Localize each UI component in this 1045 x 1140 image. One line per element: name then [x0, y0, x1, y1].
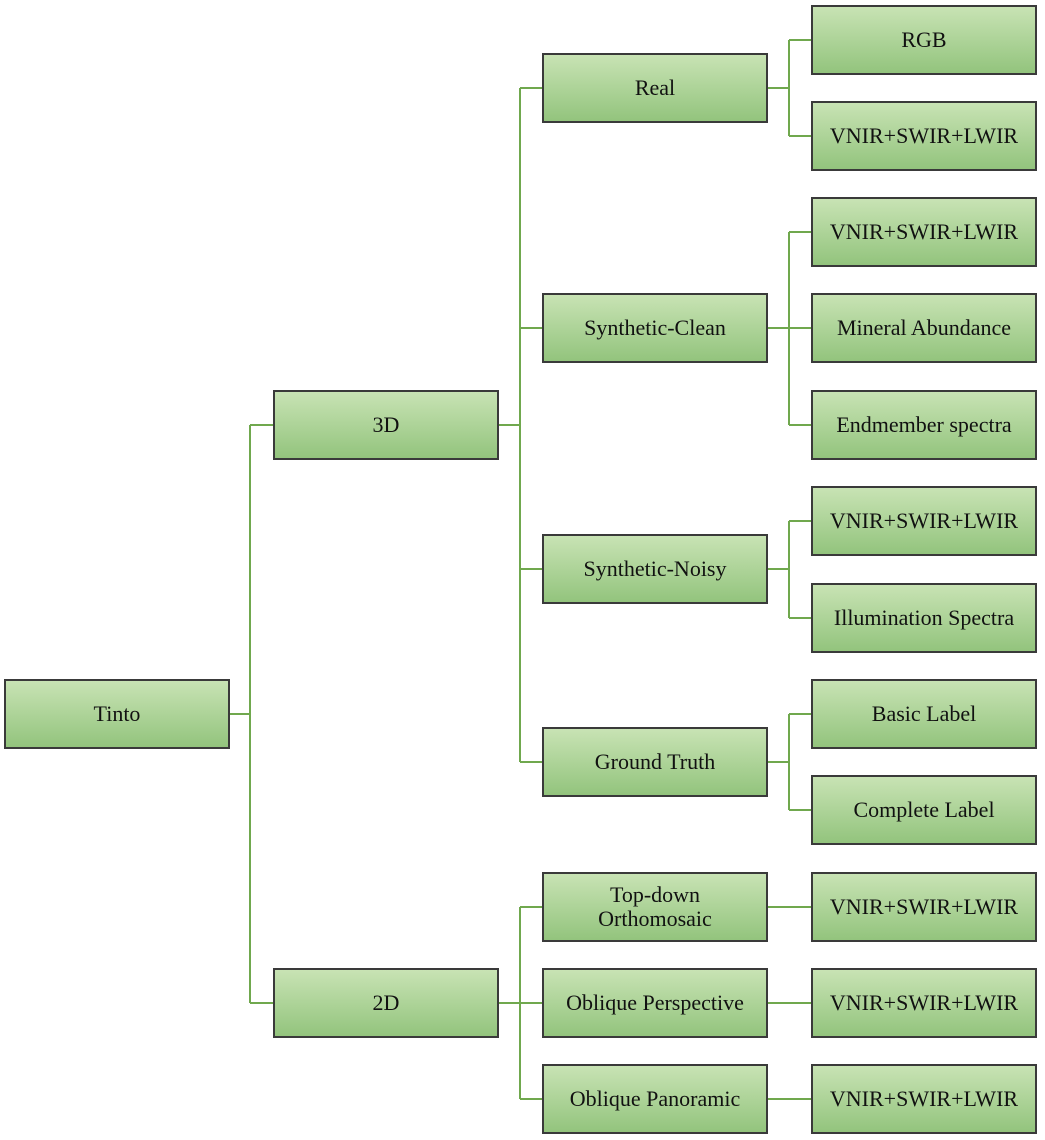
leaf-complete-label: Complete Label	[811, 775, 1037, 845]
node-tinto-label: Tinto	[93, 701, 141, 726]
node-3d: 3D	[273, 390, 499, 460]
connector-synthetic-clean	[766, 231, 811, 426]
leaf-mineral-abundance: Mineral Abundance	[811, 293, 1037, 363]
node-2d: 2D	[273, 968, 499, 1038]
node-real-label: Real	[634, 75, 676, 100]
leaf-label: Basic Label	[871, 701, 977, 726]
node-top-down-orthomosaic: Top-down Orthomosaic	[542, 872, 768, 942]
leaf-label: VNIR+SWIR+LWIR	[829, 1086, 1019, 1111]
leaf-label: Complete Label	[853, 797, 995, 822]
leaf-label: Illumination Spectra	[833, 605, 1015, 630]
leaf-endmember-spectra: Endmember spectra	[811, 390, 1037, 460]
leaf-perspective-vnir-swir-lwir: VNIR+SWIR+LWIR	[811, 968, 1037, 1038]
connector-ground-truth	[766, 713, 811, 811]
leaf-label: VNIR+SWIR+LWIR	[829, 219, 1019, 244]
leaf-illumination-spectra: Illumination Spectra	[811, 583, 1037, 653]
leaf-real-vnir-swir-lwir: VNIR+SWIR+LWIR	[811, 101, 1037, 171]
leaf-label: Mineral Abundance	[836, 315, 1012, 340]
node-2d-label: 2D	[372, 990, 400, 1015]
node-ground-truth-label: Ground Truth	[594, 749, 716, 774]
connector-real	[766, 39, 811, 137]
node-oblique-perspective-label: Oblique Perspective	[566, 990, 744, 1015]
leaf-label: VNIR+SWIR+LWIR	[829, 894, 1019, 919]
node-tinto: Tinto	[4, 679, 230, 749]
leaf-label: Endmember spectra	[836, 412, 1012, 437]
leaf-noisy-vnir-swir-lwir: VNIR+SWIR+LWIR	[811, 486, 1037, 556]
node-oblique-panoramic: Oblique Panoramic	[542, 1064, 768, 1134]
leaf-orthomosaic-vnir-swir-lwir: VNIR+SWIR+LWIR	[811, 872, 1037, 942]
leaf-label: RGB	[901, 27, 947, 52]
node-synthetic-clean-label: Synthetic-Clean	[584, 315, 726, 340]
leaf-label: VNIR+SWIR+LWIR	[829, 123, 1019, 148]
node-oblique-perspective: Oblique Perspective	[542, 968, 768, 1038]
node-3d-label: 3D	[372, 412, 400, 437]
leaf-real-rgb: RGB	[811, 5, 1037, 75]
leaf-label: VNIR+SWIR+LWIR	[829, 508, 1019, 533]
connector-tinto	[229, 424, 273, 1004]
connector-synthetic-noisy	[766, 520, 811, 619]
leaf-basic-label: Basic Label	[811, 679, 1037, 749]
node-synthetic-clean: Synthetic-Clean	[542, 293, 768, 363]
leaf-panoramic-vnir-swir-lwir: VNIR+SWIR+LWIR	[811, 1064, 1037, 1134]
node-ground-truth: Ground Truth	[542, 727, 768, 797]
connector-3d	[497, 87, 542, 763]
connector-2d	[497, 906, 542, 1100]
node-synthetic-noisy: Synthetic-Noisy	[542, 534, 768, 604]
leaf-clean-vnir-swir-lwir: VNIR+SWIR+LWIR	[811, 197, 1037, 267]
node-oblique-panoramic-label: Oblique Panoramic	[569, 1086, 741, 1111]
node-top-down-orthomosaic-label: Top-down Orthomosaic	[598, 882, 712, 931]
node-synthetic-noisy-label: Synthetic-Noisy	[583, 556, 727, 581]
leaf-label: VNIR+SWIR+LWIR	[829, 990, 1019, 1015]
node-real: Real	[542, 53, 768, 123]
